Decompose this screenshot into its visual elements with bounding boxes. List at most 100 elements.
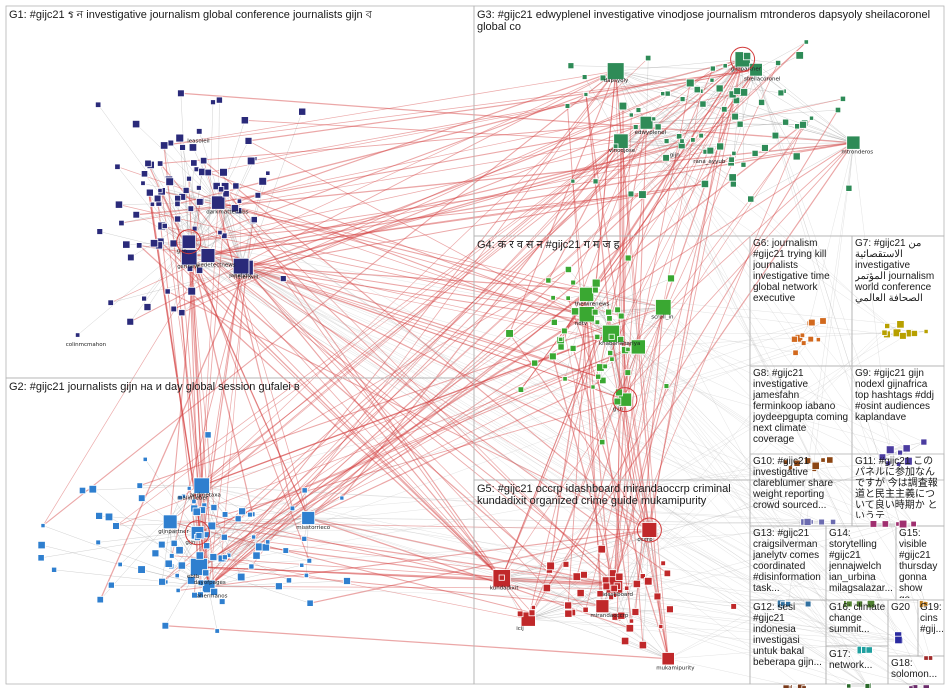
node <box>236 198 243 204</box>
edge-bridge <box>646 122 819 340</box>
node <box>545 277 552 284</box>
edge-bridge <box>188 241 796 353</box>
node <box>845 600 853 608</box>
node <box>135 242 143 249</box>
node <box>170 539 178 547</box>
edge-bridge <box>586 294 868 687</box>
edge-inter <box>634 307 664 613</box>
edge-bridge <box>218 202 924 605</box>
edge-intra <box>580 592 669 659</box>
edge-inter <box>173 122 647 310</box>
edge-bridge <box>197 320 824 534</box>
edge-intra <box>534 362 625 400</box>
edge-inter <box>193 140 622 502</box>
edge-intra <box>182 147 209 256</box>
edge-intra <box>41 544 209 587</box>
edge-bridge <box>189 256 868 687</box>
node <box>564 265 572 273</box>
node <box>679 96 686 102</box>
edge-intra <box>201 485 242 578</box>
edge-bridge <box>755 69 891 450</box>
edge-intra <box>678 59 743 137</box>
edge-inter <box>308 379 604 519</box>
node <box>301 487 308 494</box>
node <box>896 320 905 329</box>
edge-bridge <box>586 294 927 688</box>
node <box>595 373 602 380</box>
edge-bridge <box>501 332 898 579</box>
edge-intra <box>188 195 259 242</box>
edge-bridge <box>620 140 898 334</box>
edge-intra <box>775 135 854 143</box>
edge-inter <box>501 336 598 579</box>
edge-inter <box>245 144 682 269</box>
edge-bridge <box>646 122 899 641</box>
edge-intra <box>188 162 195 242</box>
node <box>846 683 852 688</box>
node <box>530 605 536 611</box>
edge-intra <box>528 529 650 620</box>
node <box>298 107 307 116</box>
edge-bridge <box>170 521 851 605</box>
edge-intra <box>170 521 266 548</box>
node <box>608 569 617 578</box>
edge-intra <box>646 94 733 124</box>
node <box>117 561 123 568</box>
node-label: thewirenews <box>575 301 610 307</box>
node <box>641 522 658 538</box>
edge-inter <box>115 333 612 527</box>
edge-inter <box>207 255 620 578</box>
node <box>569 344 577 352</box>
node <box>149 239 159 248</box>
node <box>142 456 148 462</box>
node <box>666 605 674 614</box>
node <box>898 519 908 529</box>
node <box>188 143 198 152</box>
node <box>274 582 283 591</box>
edge-inter <box>616 141 622 618</box>
node <box>594 333 601 340</box>
node <box>232 182 240 190</box>
edge-intra <box>646 122 734 185</box>
edge-inter <box>188 194 643 243</box>
edge-inter <box>200 70 617 596</box>
node <box>803 39 809 45</box>
node <box>709 77 715 83</box>
node <box>177 89 185 98</box>
node <box>516 610 524 618</box>
edge-intra <box>97 104 209 256</box>
node <box>602 582 611 591</box>
edge-intra <box>573 282 664 308</box>
node <box>174 215 182 223</box>
edge-inter <box>624 142 854 351</box>
node <box>638 190 647 199</box>
edge-inter <box>161 225 587 315</box>
node <box>804 600 812 608</box>
node <box>258 176 267 186</box>
group-boxes <box>5 5 945 685</box>
edge-intra <box>501 578 615 589</box>
edge-inter <box>164 70 616 146</box>
node <box>137 494 146 502</box>
edge-bridge <box>188 241 874 525</box>
edge-bridge <box>241 265 899 641</box>
node <box>663 569 671 577</box>
edge-inter <box>121 140 621 224</box>
edge-inter <box>615 71 639 348</box>
edge-intra <box>306 517 309 576</box>
node <box>865 646 873 654</box>
node <box>104 512 114 522</box>
node <box>557 343 565 351</box>
node <box>528 609 536 617</box>
node-label: gijnpartner <box>158 529 189 535</box>
edge-inter <box>218 202 622 317</box>
node-label: darkmatterlabs <box>206 210 248 216</box>
node <box>615 388 623 397</box>
edge-bridge <box>602 605 927 659</box>
node <box>193 477 210 494</box>
edge-inter <box>609 69 757 354</box>
edge-inter <box>183 58 743 497</box>
edge-intra <box>129 202 219 322</box>
edge-intra <box>201 485 226 558</box>
node <box>592 178 599 185</box>
